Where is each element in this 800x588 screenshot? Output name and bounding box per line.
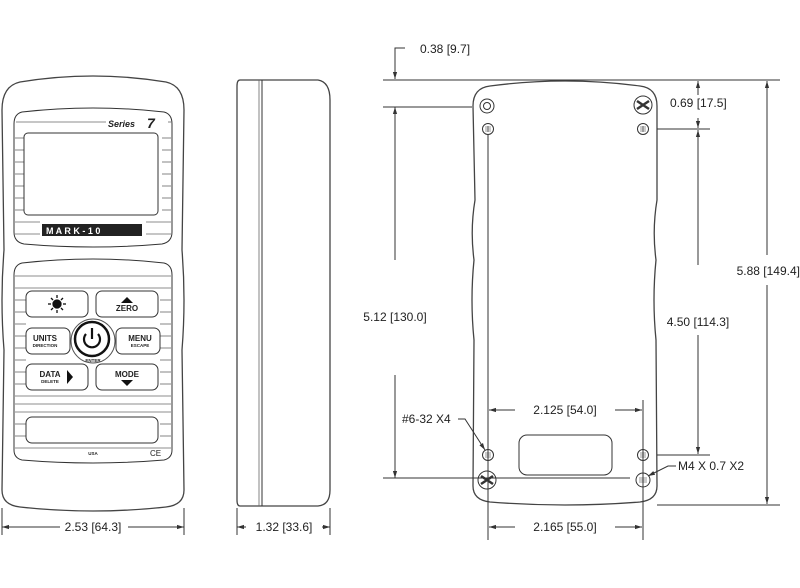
screw-head-icon	[477, 470, 497, 490]
top-offset-dimension: 0.38 [9.7]	[420, 42, 470, 56]
menu-label: MENU	[128, 334, 152, 343]
inner-width-dimension: 2.125 [54.0]	[533, 403, 596, 417]
enter-label: ENTER	[85, 358, 101, 363]
ce-mark: CE	[150, 449, 161, 458]
delete-label: DELETE	[41, 379, 59, 384]
backlight-button[interactable]	[25, 290, 89, 318]
down-arrow-icon	[121, 380, 133, 386]
inner-hole-span-dimension: 4.50 [114.3]	[667, 315, 730, 329]
width-dimension: 2.53 [64.3]	[65, 520, 122, 534]
front-view: Series 7 M A R K - 1 0	[1, 75, 185, 535]
large-thread-callout: M4 X 0.7 X2	[678, 459, 744, 473]
power-icon	[82, 328, 102, 349]
right-arrow-icon	[67, 370, 73, 384]
depth-dimension: 1.32 [33.6]	[256, 520, 313, 534]
series-number: 7	[147, 115, 156, 131]
threaded-hole-icon	[637, 123, 649, 135]
back-view: 0.38 [9.7] 5.12 [130.0] 0.69 [17.5] 4.50…	[363, 42, 800, 540]
origin-label: USA	[88, 451, 98, 456]
escape-label: ESCAPE	[131, 343, 150, 348]
direction-label: DIRECTION	[33, 343, 58, 348]
lcd-screen	[23, 132, 159, 216]
sun-icon	[48, 295, 66, 313]
svg-text:M A R K - 1 0: M A R K - 1 0	[46, 226, 100, 236]
data-label: DATA	[39, 370, 60, 379]
display-bezel: Series 7 M A R K - 1 0	[13, 107, 173, 248]
screw-head-icon	[633, 95, 653, 115]
zero-button[interactable]: ZERO	[95, 290, 159, 318]
menu-button[interactable]: MENU ESCAPE	[115, 327, 161, 355]
overall-height-dimension: 5.88 [149.4]	[737, 264, 800, 278]
mode-label: MODE	[115, 370, 140, 379]
up-arrow-icon	[121, 297, 133, 303]
threaded-hole-icon	[482, 123, 494, 135]
outer-hole-span-dimension: 5.12 [130.0]	[363, 310, 426, 324]
screw-head-icon	[479, 98, 495, 114]
mode-button[interactable]: MODE	[95, 363, 159, 391]
small-thread-callout: #6-32 X4	[402, 412, 451, 426]
units-label: UNITS	[33, 334, 58, 343]
label-recess	[518, 434, 613, 476]
label-window	[25, 416, 159, 444]
series-label: Series	[108, 119, 135, 129]
outer-width-dimension: 2.165 [55.0]	[533, 520, 596, 534]
units-button[interactable]: UNITS DIRECTION	[25, 327, 71, 355]
keypad: ZERO UNITS DIRECTION ENTER MENU ESCAPE	[13, 258, 173, 464]
zero-label: ZERO	[116, 304, 138, 313]
brand-logo: M A R K - 1 0	[42, 224, 142, 236]
data-button[interactable]: DATA DELETE	[25, 363, 89, 391]
hole-offset-dimension: 0.69 [17.5]	[670, 96, 727, 110]
power-enter-button[interactable]: ENTER	[70, 318, 116, 364]
side-view: 1.32 [33.6]	[236, 79, 331, 535]
